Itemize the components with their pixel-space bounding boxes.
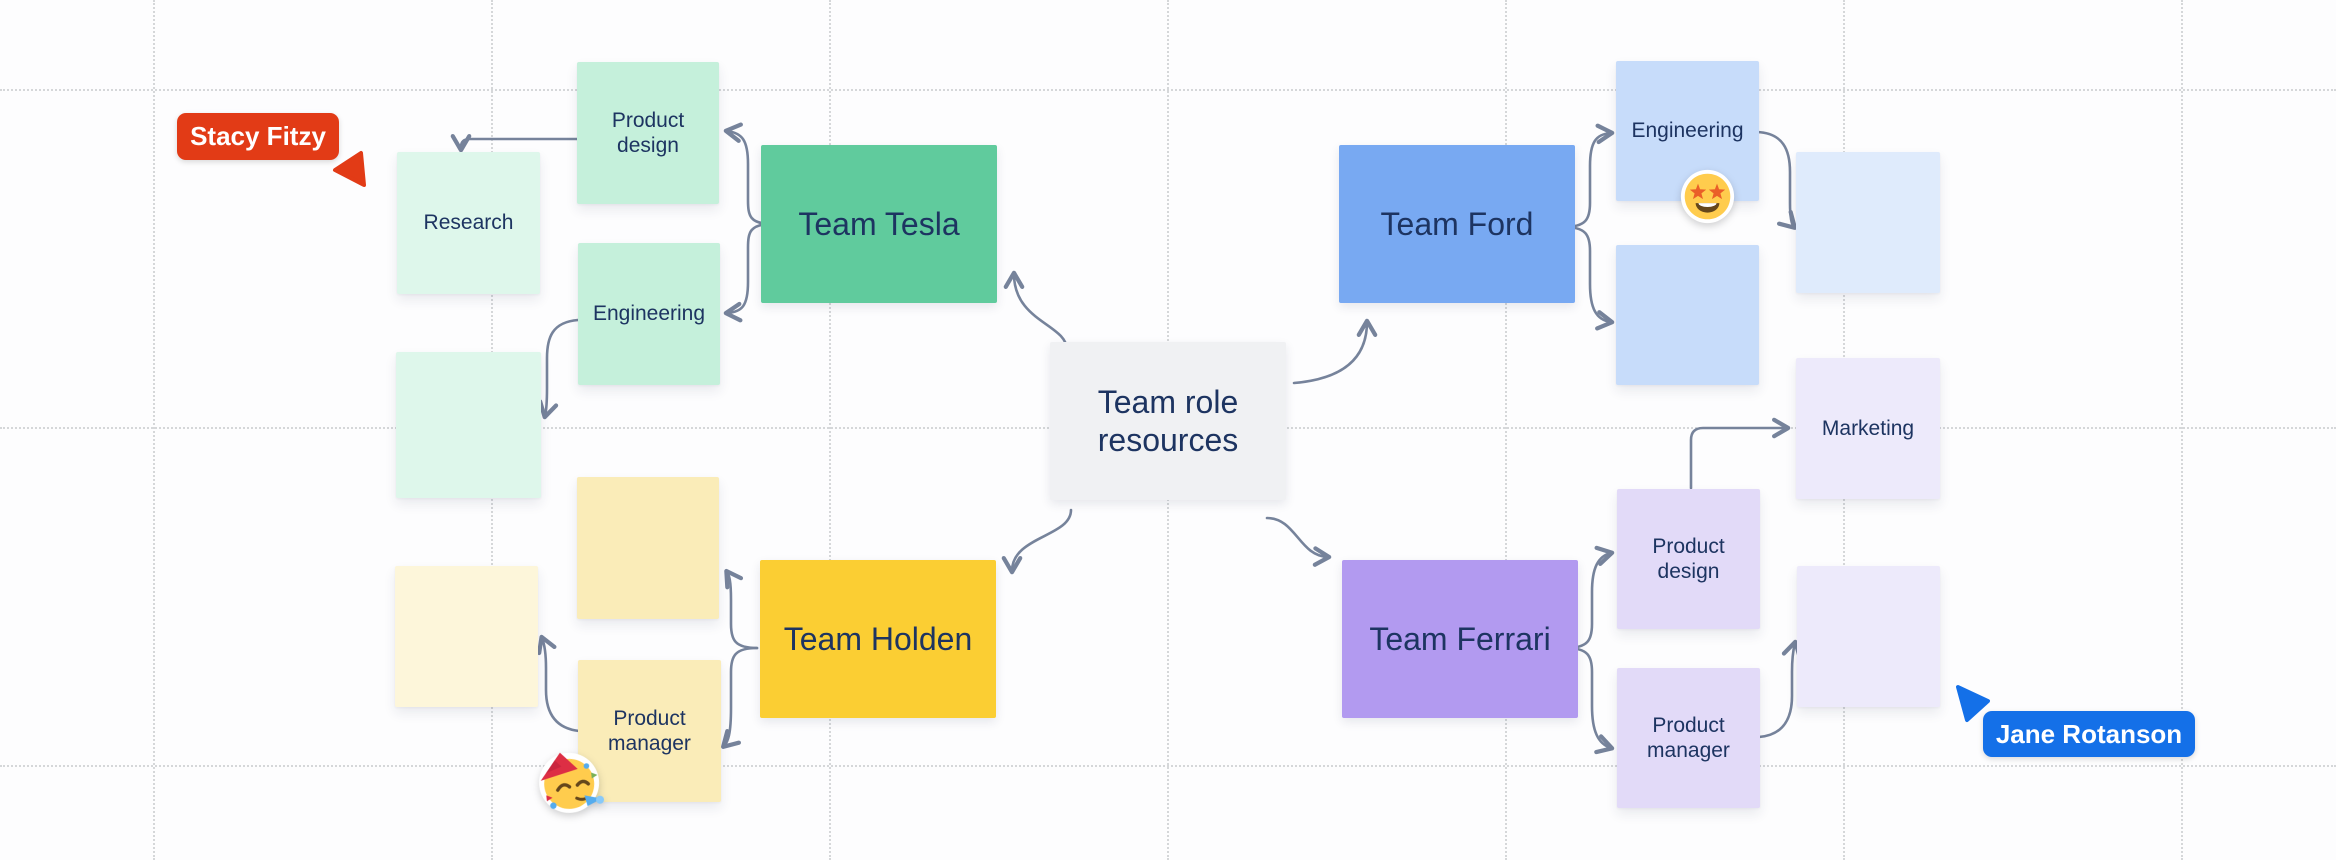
star-struck-emoji[interactable] (1679, 168, 1736, 225)
grid-line-vertical (1505, 0, 1507, 860)
grid-line-vertical (2181, 0, 2183, 860)
sticky-ferrari-product-design[interactable]: Product design (1617, 489, 1760, 629)
team-ferrari-label: Team Ferrari (1369, 620, 1551, 657)
team-holden-label: Team Holden (783, 620, 973, 657)
team-node-tesla[interactable]: Team Tesla (761, 145, 997, 303)
sticky-ford-empty-lower[interactable] (1616, 245, 1759, 385)
jane-cursor-label: Jane Rotanson (1983, 711, 2195, 757)
grid-line-vertical (153, 0, 155, 860)
center-node-label: Team role resources (1097, 383, 1239, 458)
sticky-label: Engineering (592, 302, 706, 326)
stacy-cursor-label: Stacy Fitzy (177, 113, 339, 160)
sticky-holden-empty-left[interactable] (395, 566, 538, 707)
grid-line-vertical (829, 0, 831, 860)
sticky-label: Research (423, 211, 514, 235)
sticky-holden-product-manager[interactable]: Product manager (578, 660, 721, 802)
sticky-tesla-empty[interactable] (396, 352, 541, 498)
sticky-label: Product design (1652, 534, 1725, 583)
sticky-ford-engineering[interactable]: Engineering (1616, 61, 1759, 201)
sticky-label: Product design (611, 108, 685, 157)
sticky-tesla-research[interactable]: Research (397, 152, 540, 294)
jane-cursor-icon (1956, 685, 1990, 722)
grid-line-horizontal (0, 765, 2336, 767)
sticky-ferrari-product-manager[interactable]: Product manager (1617, 668, 1760, 808)
sticky-tesla-product-design[interactable]: Product design (577, 62, 719, 204)
grid-line-horizontal (0, 89, 2336, 91)
team-node-ford[interactable]: Team Ford (1339, 145, 1575, 303)
team-node-ferrari[interactable]: Team Ferrari (1342, 560, 1578, 718)
team-tesla-label: Team Tesla (798, 205, 960, 242)
sticky-holden-empty-upper[interactable] (577, 477, 719, 619)
stacy-name: Stacy Fitzy (190, 121, 326, 151)
stacy-cursor-icon (333, 151, 366, 187)
sticky-ferrari-marketing[interactable]: Marketing (1796, 358, 1940, 499)
sticky-ford-empty-right[interactable] (1796, 152, 1940, 293)
jane-name: Jane Rotanson (1995, 718, 2183, 749)
partying-face-emoji[interactable] (530, 744, 607, 821)
team-ford-label: Team Ford (1380, 205, 1534, 242)
sticky-label: Product manager (1647, 713, 1730, 762)
center-node-team-role-resources[interactable]: Team role resources (1050, 342, 1286, 500)
sticky-tesla-engineering[interactable]: Engineering (578, 243, 720, 385)
sticky-label: Product manager (608, 706, 691, 755)
sticky-ferrari-empty-right[interactable] (1797, 566, 1940, 707)
sticky-label: Engineering (1631, 119, 1744, 143)
sticky-label: Marketing (1821, 416, 1915, 440)
team-node-holden[interactable]: Team Holden (760, 560, 996, 718)
